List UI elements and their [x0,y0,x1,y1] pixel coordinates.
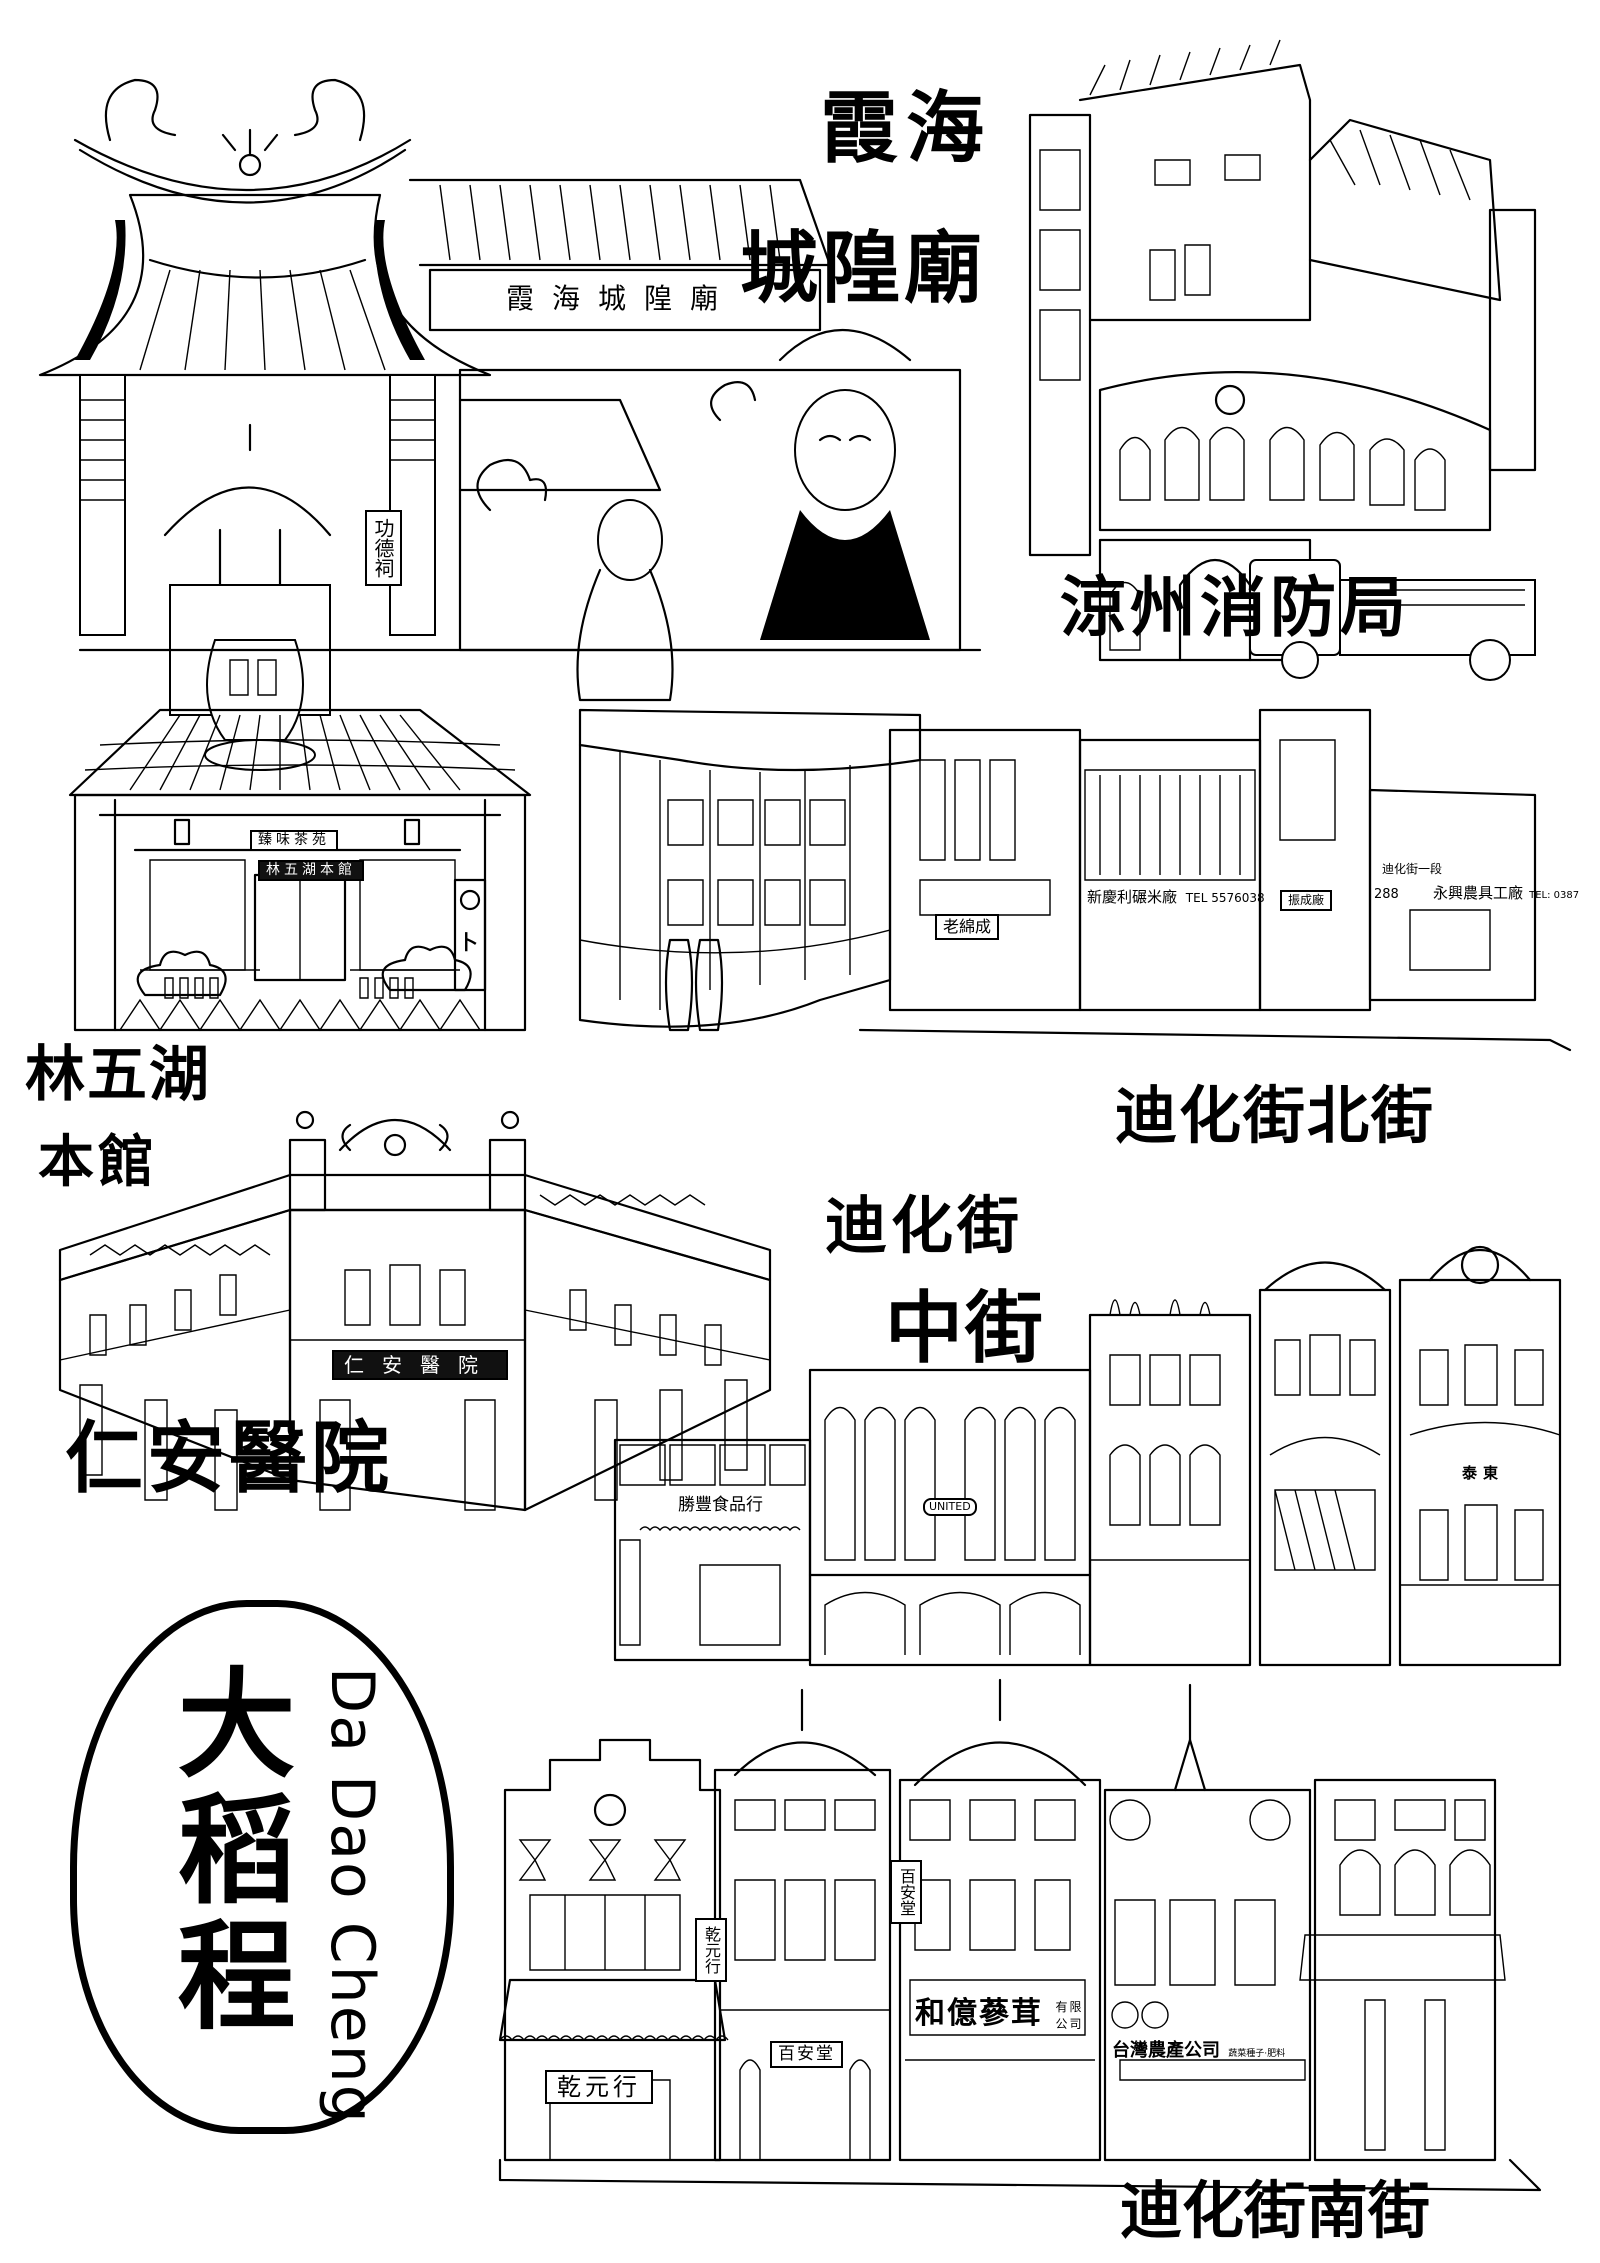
lin-wu-hu-drawing [60,700,540,1060]
sheng-feng-food-sign: 勝豐食品行 [678,1495,763,1515]
dihua-south-label: 迪化街南街 [1120,2174,1431,2247]
taiwan-agri-sign: 台灣農產公司 蔬菜種子·肥料 [1112,2036,1285,2062]
he-yi-ginseng-sign: 和億蔘茸 有限公司 [915,1988,1085,2032]
tai-dong-sign: 泰東 [1462,1464,1505,1482]
lin-wu-hu-illustration: 臻味茶苑 林五湖本館 卜 [60,700,540,1060]
fire-station-illustration [1010,60,1580,660]
dihua-south-illustration: 乾元行 乾元行 百安堂 百安堂 和億蔘茸 有限公司 台灣農產公司 蔬菜種子·肥料 [490,1680,1590,2240]
bai-an-tang-sign: 百安堂 [770,2041,843,2068]
he-yi-ginseng-co: 有限公司 [1055,1999,1084,2031]
dihua-middle-label-line2: 中街 [885,1284,1046,1374]
renan-hospital-label: 仁安醫院 [65,1414,394,1504]
da-dao-cheng-badge: 大稻程 Da Dao Cheng [70,1600,454,2134]
tool-shop-number: 288 [1374,887,1399,902]
dihua-north-illustration: 老綿成 新慶利碾米廠 TEL 5576038 振成廠 迪化街一段 288 永興農… [560,700,1580,1080]
taiwan-agri-name: 台灣農產公司 [1112,2040,1220,2061]
he-yi-ginseng-name: 和億蔘茸 [915,1996,1043,2031]
lin-wu-hu-plaque: 林五湖本館 [258,860,364,882]
renan-hospital-drawing [50,1100,770,1520]
rice-mill-name: 新慶利碾米廠 [1087,888,1178,906]
merit-shrine-sign: 功德祠 [365,510,402,586]
fire-station-drawing [1010,60,1580,660]
tea-house-plaque: 臻味茶苑 [250,830,338,852]
renan-hospital-illustration: 仁安醫院 [50,1100,770,1520]
dihua-middle-illustration: 勝豐食品行 UNITED 泰東 [610,1240,1590,1670]
divination-banner-text: 卜 [458,930,478,954]
xiahai-temple-label-line2: 城隍廟 [740,224,987,314]
united-sign: UNITED [923,1498,977,1517]
bai-an-tang-vertical-sign: 百安堂 [890,1860,922,1924]
poster-title-en: Da Dao Cheng [317,1667,387,2125]
taiwan-agri-sub: 蔬菜種子·肥料 [1228,2049,1286,2059]
dihua-section-sign: 迪化街一段 [1382,862,1443,876]
rice-mill-tel: TEL 5576038 [1185,891,1265,905]
dihua-middle-label: 迪化街 [825,1189,1024,1262]
fire-station-label: 涼州消防局 [1060,569,1410,646]
tool-shop-name: 永興農具工廠 [1432,884,1523,902]
zhen-cheng-sign: 振成廠 [1280,890,1333,912]
lao-mian-cheng-sign: 老綿成 [935,914,1000,940]
renan-hospital-plaque: 仁安醫院 [332,1350,508,1380]
poster-title-zh: 大稻程 [157,1662,295,2040]
dihua-north-label: 迪化街北街 [1115,1079,1436,1152]
tool-shop-sign: 288 永興農具工廠 TEL: 0387 [1374,882,1579,903]
rice-mill-sign: 新慶利碾米廠 TEL 5576038 [1087,886,1265,907]
qian-yuan-vertical-sign: 乾元行 [695,1918,727,1982]
lin-wu-hu-label: 林五湖 [25,1040,211,1110]
xiahai-temple-label: 霞海 [820,84,993,174]
temple-plaque: 霞海城隍廟 [505,282,736,315]
dihua-south-drawing [490,1680,1590,2240]
dihua-north-drawing [560,700,1580,1080]
dihua-middle-drawing [610,1240,1590,1670]
temple-drawing [20,70,980,690]
qian-yuan-sign: 乾元行 [545,2070,653,2105]
xiahai-temple-illustration: 霞海城隍廟 功德祠 [20,70,980,690]
tool-shop-tel: TEL: 0387 [1529,890,1580,901]
lin-wu-hu-label-line2: 本館 [38,1130,158,1195]
